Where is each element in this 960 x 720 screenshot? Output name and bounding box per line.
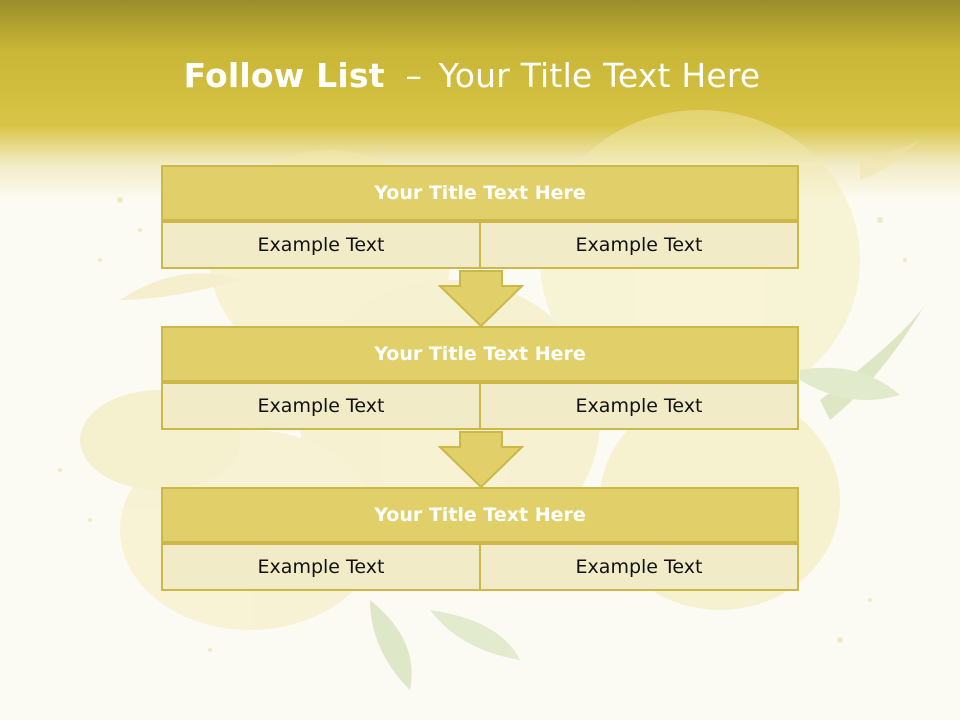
step-row: Example Text Example Text bbox=[161, 543, 799, 591]
title-bold: Follow List bbox=[183, 56, 385, 95]
step-cell-right: Example Text bbox=[480, 221, 799, 269]
step-title: Your Title Text Here bbox=[161, 326, 799, 382]
step-3: Your Title Text Here Example Text Exampl… bbox=[161, 487, 799, 591]
title-dash: – bbox=[405, 56, 423, 95]
down-arrow-icon bbox=[438, 431, 524, 489]
step-title: Your Title Text Here bbox=[161, 487, 799, 543]
step-cell-right: Example Text bbox=[480, 382, 799, 430]
step-1: Your Title Text Here Example Text Exampl… bbox=[161, 165, 799, 269]
slide-title: Follow List – Your Title Text Here bbox=[0, 56, 944, 95]
step-cell-right: Example Text bbox=[480, 543, 799, 591]
step-title: Your Title Text Here bbox=[161, 165, 799, 221]
step-2: Your Title Text Here Example Text Exampl… bbox=[161, 326, 799, 430]
step-cell-left: Example Text bbox=[161, 543, 480, 591]
step-row: Example Text Example Text bbox=[161, 382, 799, 430]
step-cell-left: Example Text bbox=[161, 221, 480, 269]
title-rest: Your Title Text Here bbox=[438, 56, 761, 95]
step-cell-left: Example Text bbox=[161, 382, 480, 430]
step-row: Example Text Example Text bbox=[161, 221, 799, 269]
down-arrow-icon bbox=[438, 270, 524, 328]
